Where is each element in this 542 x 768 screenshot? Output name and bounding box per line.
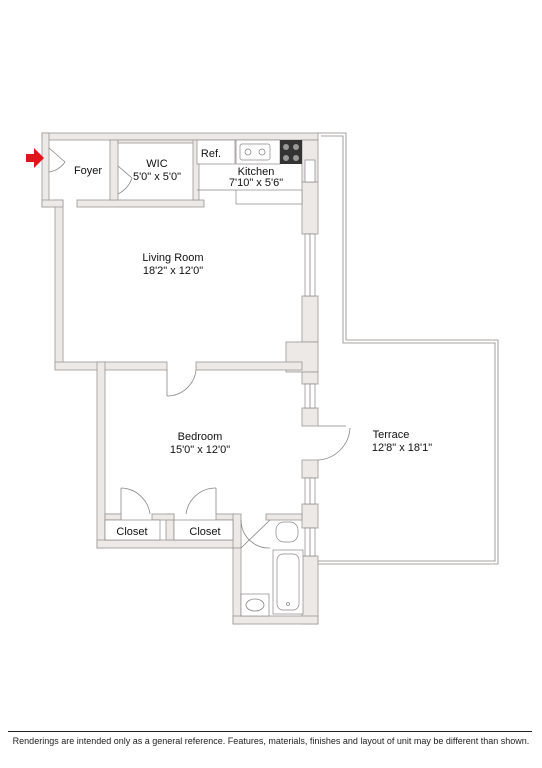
room-kitchen-name: Kitchen bbox=[238, 166, 275, 178]
kitchen-fixtures bbox=[196, 139, 303, 205]
closet-2-box bbox=[173, 519, 234, 541]
room-wic-size: 5'0" x 5'0" bbox=[133, 171, 181, 183]
room-closet-1-name: Closet bbox=[116, 526, 147, 538]
doors bbox=[48, 147, 351, 549]
kitchen-lower-counter bbox=[235, 189, 303, 205]
room-closet-2-name: Closet bbox=[189, 526, 220, 538]
entry-arrow-icon bbox=[26, 148, 44, 168]
footer-rule bbox=[8, 731, 532, 732]
bath-fixtures bbox=[240, 521, 304, 617]
terrace-outline bbox=[318, 132, 499, 565]
stove-icon bbox=[280, 140, 302, 164]
disclaimer-text: Renderings are intended only as a genera… bbox=[12, 736, 530, 746]
sink-icon bbox=[239, 143, 271, 161]
bath-sink-icon bbox=[240, 593, 270, 617]
room-kitchen-size: 7'10" x 5'6" bbox=[229, 177, 283, 189]
room-foyer-name: Foyer bbox=[74, 165, 102, 177]
toilet-icon bbox=[275, 521, 299, 543]
room-terrace-size: 12'8" x 18'1" bbox=[372, 442, 432, 454]
room-wic-name: WIC bbox=[146, 158, 167, 170]
room-living-name: Living Room bbox=[142, 252, 203, 264]
room-bedroom-size: 15'0" x 12'0" bbox=[170, 444, 230, 456]
room-terrace-name: Terrace bbox=[373, 429, 410, 441]
room-living-size: 18'2" x 12'0" bbox=[143, 265, 203, 277]
closet-1-box bbox=[104, 519, 161, 541]
room-ref-name: Ref. bbox=[201, 148, 221, 160]
room-bedroom-name: Bedroom bbox=[178, 431, 223, 443]
terrace-inner-outline bbox=[318, 135, 496, 562]
windows bbox=[304, 159, 316, 557]
